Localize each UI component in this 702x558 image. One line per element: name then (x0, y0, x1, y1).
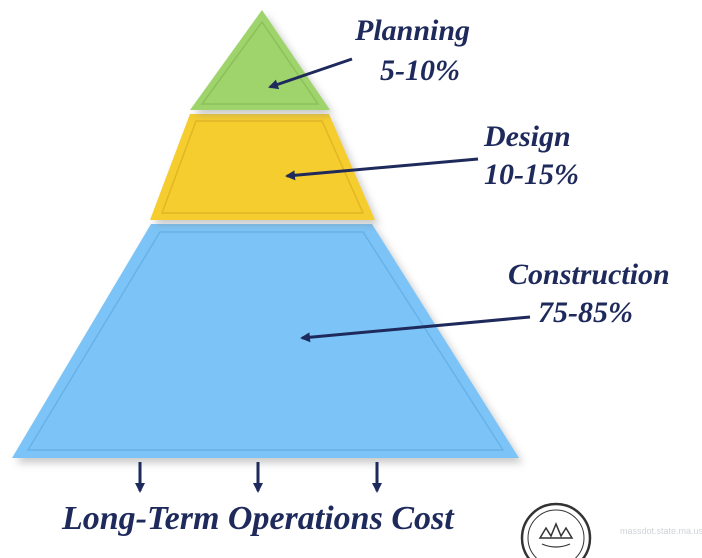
design-tier-bevel (160, 120, 365, 214)
planning-percent: 5-10% (380, 54, 460, 87)
construction-pointer-arrow (300, 315, 531, 343)
watermark-text: massdot.state.ma.us (620, 526, 702, 536)
planning-tier-bevel (200, 20, 320, 105)
planning-label: Planning (355, 14, 471, 47)
design-label: Design (484, 120, 571, 153)
construction-tier-bevel (26, 231, 505, 451)
operations-cost-label: Long-Term Operations Cost (62, 500, 454, 537)
design-pointer-arrow (285, 157, 479, 181)
design-tier (150, 114, 375, 220)
construction-percent: 75-85% (538, 296, 633, 329)
construction-label: Construction (508, 258, 670, 291)
pyramid-diagram (12, 10, 531, 493)
planning-pointer-arrow (268, 57, 353, 90)
seal-logo (520, 502, 592, 558)
construction-tier (12, 224, 519, 458)
design-percent: 10-15% (484, 158, 579, 191)
planning-tier (190, 10, 330, 110)
